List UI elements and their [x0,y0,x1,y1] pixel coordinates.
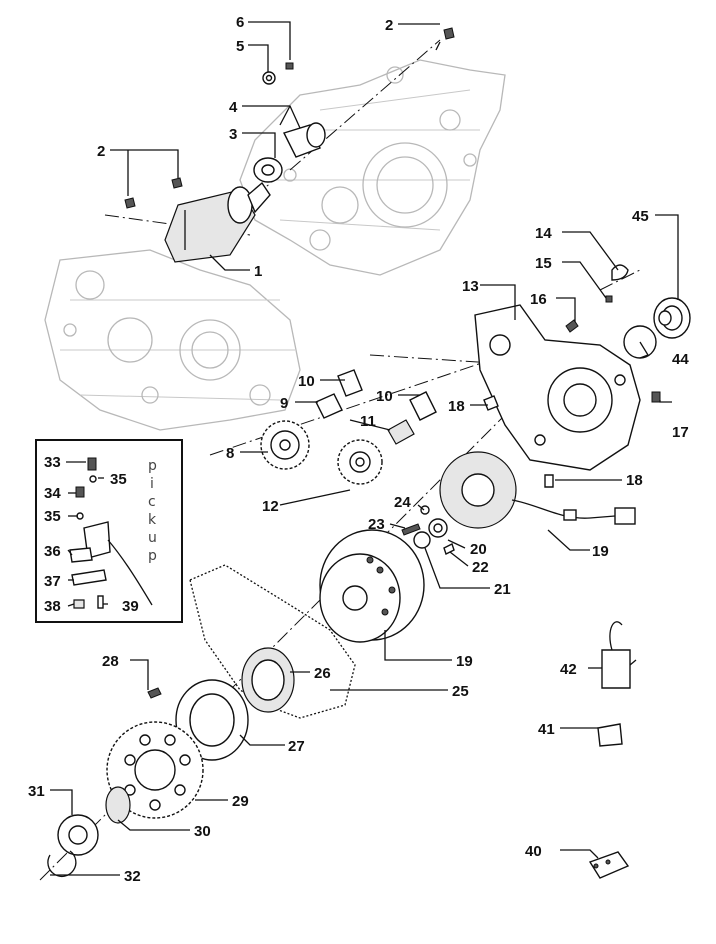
cover-gasket [189,564,356,719]
starter-clutch-group [47,647,295,878]
leader-lines [50,21,679,876]
label-31: 31 [28,783,45,800]
bushings [253,122,326,183]
label-19-stator: 19 [592,543,609,560]
label-5: 5 [236,38,244,55]
label-44: 44 [672,351,689,368]
electrical-parts [588,621,637,879]
label-24: 24 [394,494,411,511]
label-37: 37 [44,573,61,590]
label-20: 20 [470,541,487,558]
label-2-top: 2 [385,17,393,34]
label-22: 22 [472,559,489,576]
label-32: 32 [124,868,141,885]
label-38: 38 [44,598,61,615]
label-17: 17 [672,424,689,441]
pickup-caption: p i c k u p [148,458,157,564]
label-30: 30 [194,823,211,840]
label-18-upper: 18 [448,398,465,415]
generator-cover [474,304,641,471]
pickup-letter-k: k [148,512,157,528]
label-10-right: 10 [376,388,393,405]
crankcase-left-ghost [44,249,301,431]
starter-motor [164,181,271,263]
idler-gears [260,369,499,485]
label-21: 21 [494,581,511,598]
label-19-rotor: 19 [456,653,473,670]
label-35-mid: 35 [44,508,61,525]
label-3: 3 [229,126,237,143]
label-12: 12 [262,498,279,515]
label-16: 16 [530,291,547,308]
flywheel-rotor [319,529,425,643]
label-36: 36 [44,543,61,560]
label-18-lower: 18 [626,472,643,489]
label-26: 26 [314,665,331,682]
label-8: 8 [226,445,234,462]
label-15: 15 [535,255,552,272]
label-45: 45 [632,208,649,225]
label-11: 11 [360,413,376,430]
callout-labels: 6 5 2 4 3 2 1 14 45 15 13 16 44 10 10 9 … [28,14,689,885]
label-34: 34 [44,485,61,502]
woodruff-key-washer-bolt [401,505,455,555]
pickup-letter-u: u [148,530,157,546]
label-42: 42 [560,661,577,678]
label-39: 39 [122,598,139,615]
label-10-left: 10 [298,373,315,390]
label-4: 4 [229,99,238,116]
label-1: 1 [254,263,262,280]
label-9: 9 [280,395,288,412]
pickup-letter-p2: p [148,548,157,564]
label-14: 14 [535,225,552,242]
label-40: 40 [525,843,542,860]
pickup-letter-i: i [150,476,154,492]
stator [439,451,636,529]
pickup-inset [35,439,183,623]
label-29: 29 [232,793,249,810]
label-35-top: 35 [110,471,127,488]
label-13: 13 [462,278,479,295]
label-23: 23 [368,516,385,533]
label-28: 28 [102,653,119,670]
label-2-left: 2 [97,143,105,160]
label-27: 27 [288,738,305,755]
label-6: 6 [236,14,244,31]
pickup-letter-p: p [148,458,157,474]
label-33: 33 [44,454,61,471]
bolts-upper [124,27,455,209]
label-41: 41 [538,721,555,738]
label-25: 25 [452,683,469,700]
pickup-letter-c: c [148,494,156,510]
